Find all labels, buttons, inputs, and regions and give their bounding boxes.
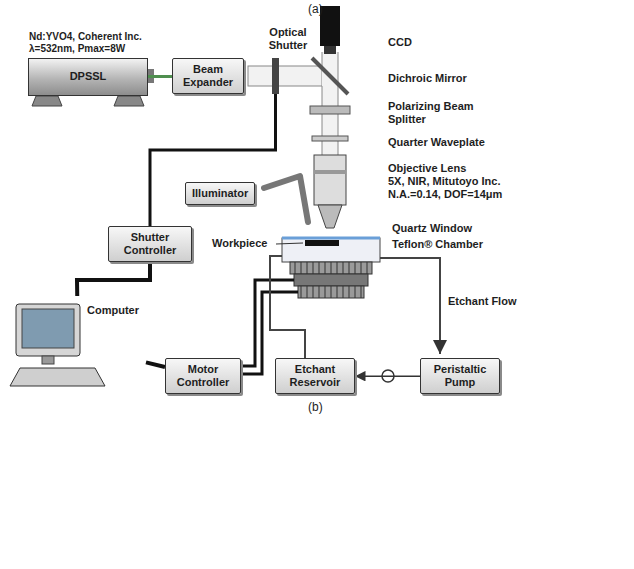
etchant-tubes bbox=[270, 256, 440, 358]
ccd-camera-part bbox=[324, 46, 336, 54]
part-label: Workpiece bbox=[212, 237, 267, 250]
monitor-drawing-part bbox=[16, 304, 80, 356]
panel-caption: (b) bbox=[308, 400, 323, 414]
process-box: Beam Expander bbox=[172, 58, 244, 94]
panel-caption: (a) bbox=[308, 2, 323, 16]
part-label: Dichroic Mirror bbox=[388, 72, 467, 85]
ccd-camera-part bbox=[320, 6, 340, 46]
process-box: Motor Controller bbox=[165, 358, 241, 394]
objective-lens-part bbox=[314, 170, 346, 174]
laser-feet-part bbox=[114, 96, 144, 106]
part-label: Teflon® Chamber bbox=[392, 238, 483, 251]
quarter-waveplate bbox=[312, 136, 348, 141]
part-label: Optical Shutter bbox=[258, 26, 318, 52]
etchant-tubes-part bbox=[270, 256, 305, 358]
computer-node: Computer bbox=[10, 296, 146, 396]
illuminator-rod-part bbox=[264, 176, 308, 222]
illuminator-rod bbox=[264, 176, 308, 222]
beam-tube-part bbox=[322, 86, 323, 155]
node-label: DPSSL bbox=[70, 70, 107, 83]
laser-body: Nd:YVO4, Coherent Inc. λ=532nm, Pmax=8WD… bbox=[28, 58, 148, 96]
beam-tube-part bbox=[322, 52, 323, 66]
shutter-wire-part bbox=[150, 94, 276, 226]
laser-feet-part bbox=[32, 96, 62, 106]
monitor-drawing-part bbox=[22, 309, 74, 348]
beam-splitter-part bbox=[310, 106, 350, 114]
node-label: Computer bbox=[86, 304, 140, 317]
node-label: Illuminator bbox=[192, 187, 248, 200]
objective-lens-part bbox=[314, 155, 346, 205]
process-box: Etchant Reservoir bbox=[275, 358, 355, 394]
teflon-chamber bbox=[282, 238, 380, 262]
workpiece-leader bbox=[276, 243, 303, 244]
part-label: Objective Lens bbox=[388, 162, 466, 175]
node-label: Etchant Reservoir bbox=[282, 363, 348, 389]
shutter-wire bbox=[150, 94, 276, 226]
motor-stage-part bbox=[290, 262, 372, 274]
monitor-drawing-part bbox=[42, 356, 54, 364]
ccd-camera bbox=[320, 6, 340, 54]
teflon-chamber-part bbox=[282, 238, 380, 262]
part-label: 5X, NIR, Mitutoyo Inc. bbox=[388, 175, 500, 188]
workpiece-leader-part bbox=[276, 243, 303, 244]
motor-stage bbox=[290, 262, 372, 298]
part-label: Polarizing Beam Splitter bbox=[388, 100, 478, 126]
teflon-chamber-part bbox=[282, 237, 380, 240]
connector bbox=[148, 75, 172, 78]
optical-shutter bbox=[272, 58, 279, 94]
optical-shutter-part bbox=[272, 58, 279, 94]
objective-lens bbox=[314, 155, 346, 228]
dichroic-mirror bbox=[312, 58, 348, 94]
motor-stage-part bbox=[298, 286, 364, 298]
connector bbox=[146, 362, 165, 367]
node-label: Beam Expander bbox=[179, 63, 237, 89]
teflon-chamber-part bbox=[305, 240, 339, 246]
dichroic-mirror-part bbox=[312, 58, 348, 94]
connector bbox=[355, 375, 420, 377]
motor-stage-part bbox=[294, 274, 368, 286]
node-label: Shutter Controller bbox=[115, 231, 185, 257]
beam-tube-part bbox=[248, 66, 322, 86]
process-box: Shutter Controller bbox=[108, 226, 192, 262]
illuminator-box: Illuminator bbox=[185, 182, 255, 205]
objective-lens-part bbox=[318, 205, 342, 228]
part-label: Quarter Waveplate bbox=[388, 136, 485, 149]
part-label: N.A.=0.14, DOF=14μm bbox=[388, 188, 502, 201]
node-label: Peristaltic Pump bbox=[427, 363, 493, 389]
beam-splitter bbox=[310, 106, 350, 114]
part-label: CCD bbox=[388, 36, 412, 49]
node-label: Motor Controller bbox=[172, 363, 234, 389]
process-box: Peristaltic Pump bbox=[420, 358, 500, 394]
etchant-tubes-part bbox=[380, 258, 440, 354]
part-label: Quartz Window bbox=[392, 222, 472, 235]
connector bbox=[77, 262, 150, 296]
part-label: Etchant Flow bbox=[448, 295, 516, 308]
spec-heading: Nd:YVO4, Coherent Inc. λ=532nm, Pmax=8W bbox=[29, 31, 169, 55]
monitor-drawing-part bbox=[10, 368, 105, 386]
quarter-waveplate-part bbox=[312, 136, 348, 141]
